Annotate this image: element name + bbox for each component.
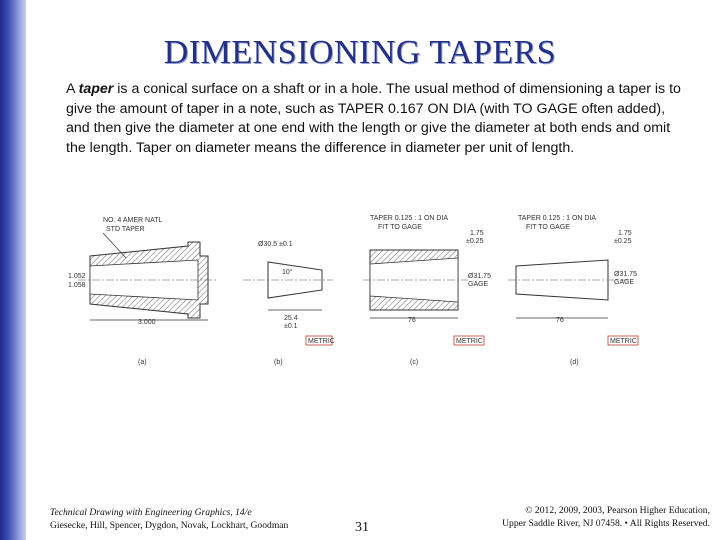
fig-c-metric-box: [453, 335, 485, 346]
body-paragraph: A taper is a conical surface on a shaft …: [66, 80, 692, 158]
fig-d-tol-plus: 1.75: [618, 230, 632, 237]
fig-c-dia: Ø31.75: [468, 273, 491, 280]
fig-c-note-line1: TAPER 0.125 : 1 ON DIA: [370, 215, 448, 222]
fig-d-metric: METRIC: [610, 338, 637, 345]
fig-c-bore: [369, 257, 459, 303]
fig-b-tol: ±0.1: [284, 323, 298, 330]
fig-a-length: 3.000: [138, 319, 156, 326]
fig-c-note-line2: FIT TO GAGE: [378, 224, 422, 231]
fig-d-dia: Ø31.75: [614, 271, 637, 278]
fig-d-caption: (d): [570, 359, 579, 366]
fig-b-metric: METRIC: [308, 338, 335, 345]
taper-dimensioning-figure: NO. 4 AMER NATL STD TAPER 1.052 1.058 3.…: [68, 215, 639, 366]
footer-copyright: © 2012, 2009, 2003, Pearson Higher Educa…: [470, 504, 710, 530]
footer-book-title: Technical Drawing with Engineering Graph…: [50, 507, 252, 518]
figure-a: NO. 4 AMER NATL STD TAPER 1.052 1.058 3.…: [68, 217, 218, 366]
footer-authors: Giesecke, Hill, Spencer, Dygdon, Novak, …: [50, 520, 289, 531]
footer-citation: Technical Drawing with Engineering Graph…: [50, 506, 288, 532]
fig-d-gage: GAGE: [614, 279, 635, 286]
fig-b-caption: (b): [274, 359, 283, 366]
para-rest: is a conical surface on a shaft or in a …: [66, 81, 681, 156]
fig-d-length: 76: [556, 317, 564, 324]
figure-b: Ø30.5 ±0.1 10° 25.4 ±0.1 METRIC (b): [243, 241, 335, 366]
para-prefix: A: [66, 81, 79, 97]
fig-b-dia: Ø30.5 ±0.1: [258, 241, 293, 248]
fig-a-dia-bottom: 1.058: [68, 282, 86, 289]
fig-b-length: 25.4: [284, 315, 298, 322]
fig-c-caption: (c): [410, 359, 418, 366]
fig-c-length: 76: [408, 317, 416, 324]
fig-d-note-line2: FIT TO GAGE: [526, 224, 570, 231]
fig-c-tol-plus: 1.75: [470, 230, 484, 237]
figure-c: TAPER 0.125 : 1 ON DIA FIT TO GAGE 1.75 …: [363, 215, 491, 366]
fig-c-tol-minus: ±0.25: [466, 238, 484, 245]
fig-d-tol-minus: ±0.25: [614, 238, 632, 245]
figure-d: TAPER 0.125 : 1 ON DIA FIT TO GAGE 1.75 …: [508, 215, 639, 366]
fig-b-angle: 10°: [282, 268, 293, 276]
fig-c-gage: GAGE: [468, 281, 489, 288]
para-term-taper: taper: [78, 81, 114, 97]
fig-d-note-line1: TAPER 0.125 : 1 ON DIA: [518, 215, 596, 222]
slide-left-accent-bar: [0, 0, 26, 540]
slide-title: DIMENSIONING TAPERS: [163, 34, 557, 71]
fig-c-metric: METRIC: [456, 338, 483, 345]
footer-copyright-line1: © 2012, 2009, 2003, Pearson Higher Educa…: [525, 505, 710, 516]
fig-d-metric-box: [607, 335, 639, 346]
fig-a-note-line2: STD TAPER: [106, 226, 145, 233]
footer-copyright-line2: Upper Saddle River, NJ 07458. • All Righ…: [502, 518, 710, 529]
fig-b-metric-box: [305, 335, 333, 346]
page-number: 31: [355, 520, 369, 535]
fig-a-dia-top: 1.052: [68, 273, 86, 280]
fig-a-caption: (a): [138, 359, 147, 366]
fig-a-note-line1: NO. 4 AMER NATL: [103, 217, 162, 224]
